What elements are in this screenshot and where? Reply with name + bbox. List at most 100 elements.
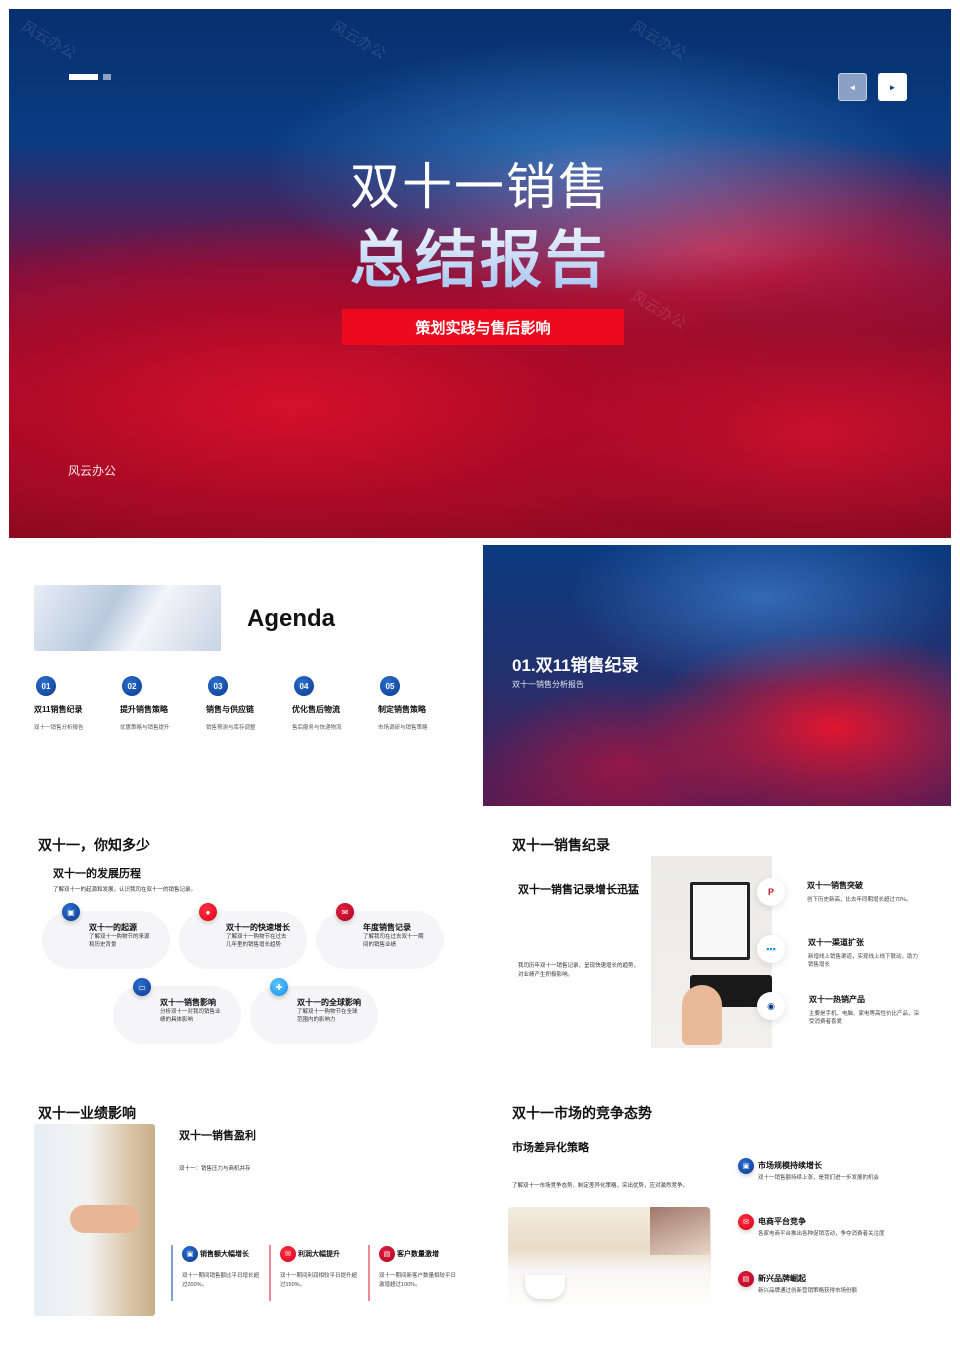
monitor-graphic [650, 1207, 710, 1255]
record-icon: ● [199, 903, 217, 921]
market-item-desc: 各家电商平台推出各种促销活动，争夺消费者关注度 [758, 1231, 885, 1237]
briefcase-icon: ▤ [738, 1271, 754, 1287]
info-card: ✚ 双十一的全球影响了解双十一购物节在全球范围内的影响力 [250, 978, 378, 1044]
agenda-title: Agenda [247, 605, 336, 632]
info-card: ● 双十一的快速增长了解双十一购物节在过去几年里的销售增长趋势 [179, 903, 307, 969]
number-badge: 02 [122, 676, 142, 696]
subtitle-banner: 策划实践与售后影响 [342, 309, 624, 345]
records-body: 我司历年双十一销售记录，呈现快速增长的趋势，对业绩产生积极影响。 [518, 963, 640, 978]
agenda-item-desc: 双十一销售分析报告 [34, 725, 84, 731]
mail-icon: ✉ [738, 1214, 754, 1230]
chart-icon: ▣ [182, 1245, 198, 1262]
feature-desc: 新增线上销售渠道，实现线上线下联动，助力销售增长 [808, 954, 919, 969]
intro-text: 了解双十一的起源和发展，认识我司在双十一的销售记录。 [53, 887, 197, 893]
impact-note: 双十一：销售压力与商机并存 [179, 1166, 251, 1172]
card-title: 双十一的起源 [89, 923, 137, 932]
section-title: 01.双11销售纪录 [512, 656, 639, 675]
slide-indicator-active[interactable] [69, 74, 98, 80]
next-slide-button[interactable]: ► [878, 73, 907, 101]
arrow-right-icon: ► [888, 82, 897, 92]
number-badge: 03 [208, 676, 228, 696]
market-item-desc: 新兴品牌通过创新营销策略获得市场份额 [758, 1288, 858, 1294]
hero-title-line1: 双十一销售 [350, 159, 610, 215]
market-item-title: 新兴品牌崛起 [758, 1274, 806, 1283]
section-subtitle: 双十一销售分析报告 [512, 680, 584, 689]
agenda-item-title: 制定销售策略 [378, 705, 426, 714]
card-desc: 了解双十一购物节的来源和历史背景 [89, 934, 150, 948]
card-title: 双十一销售影响 [160, 998, 216, 1007]
chart-icon: ▣ [738, 1158, 754, 1174]
agenda-item-desc: 销售预测与库存调整 [206, 725, 256, 731]
kpi-item: ▣销售额大幅增长双十一期间销售额比平日增长超过200%。 [171, 1245, 261, 1301]
arrow-left-icon: ◄ [848, 82, 857, 92]
webcam-icon: ◉ [757, 992, 785, 1020]
card-title: 双十一的快速增长 [226, 923, 290, 932]
market-item-desc: 双十一销售额持续上涨，是我们进一步发展的机会 [758, 1175, 880, 1181]
feature-title: 双十一热销产品 [809, 995, 865, 1004]
kpi-title: 客户数量激增 [397, 1250, 439, 1258]
number-badge: 04 [294, 676, 314, 696]
feature-title: 双十一渠道扩张 [808, 938, 864, 947]
hand-graphic [682, 985, 722, 1045]
kpi-item: ✉利润大幅提升双十一期间利润相较平日提升超过150%。 [269, 1245, 359, 1301]
card-title: 年度销售记录 [363, 923, 411, 932]
slide-indicator[interactable] [103, 74, 111, 80]
market-item-title: 市场规模持续增长 [758, 1161, 822, 1170]
slide-title: 双十一业绩影响 [38, 1105, 136, 1121]
kpi-title: 利润大幅提升 [298, 1250, 340, 1258]
info-card: ▭ 双十一销售影响分析双十一对我司销售业绩的具体影响 [113, 978, 241, 1044]
info-card: ✉ 年度销售记录了解我司在过去双十一期间的销售业绩 [316, 903, 444, 969]
agenda-item-desc: 市场调研与销售策略 [378, 725, 428, 731]
agenda-item: 04 优化售后物流售后服务与快递物流 [292, 676, 378, 731]
puzzle-icon: ✚ [270, 978, 288, 996]
number-badge: 05 [380, 676, 400, 696]
card-desc: 了解双十一购物节在过去几年里的销售增长趋势 [226, 934, 287, 948]
number-badge: 01 [36, 676, 56, 696]
watermark: 风云办公 [628, 18, 689, 63]
coffee-cup-graphic [525, 1275, 565, 1299]
slide-title: 双十一市场的竞争态势 [512, 1105, 652, 1121]
briefcase-icon: ▤ [379, 1245, 395, 1262]
kpi-desc: 双十一期间利润相较平日提升超过150%。 [280, 1273, 358, 1288]
chat-icon: ▪▪▪ [757, 935, 785, 963]
ppt-icon: P [757, 878, 785, 906]
agenda-item-title: 优化售后物流 [292, 705, 340, 714]
agenda-item-desc: 售后服务与快递物流 [292, 725, 342, 731]
slide-subtitle: 双十一的发展历程 [53, 868, 141, 880]
info-card: ▣ 双十一的起源了解双十一购物节的来源和历史背景 [42, 903, 170, 969]
prev-slide-button[interactable]: ◄ [838, 73, 867, 101]
card-title: 双十一的全球影响 [297, 998, 361, 1007]
mail-icon: ✉ [336, 903, 354, 921]
feature-desc: 创下历史新高，比去年同期增长超过70%。 [807, 897, 912, 903]
watermark: 风云办公 [328, 18, 389, 63]
section-slide[interactable]: 01.双11销售纪录 双十一销售分析报告 [483, 545, 951, 806]
hero-title-line2: 总结报告 [9, 209, 951, 299]
slide-title: 双十一销售纪录 [512, 837, 610, 853]
kpi-desc: 双十一期间销售额比平日增长超过200%。 [182, 1273, 260, 1288]
handshake-graphic [70, 1205, 140, 1233]
feature-item: 双十一热销产品主要是手机、电脑、家电等高性价比产品，深受消费者喜爱 [809, 994, 921, 1027]
market-intro: 了解双十一市场竞争态势，制定差异化策略，突出优势，应对激烈竞争。 [512, 1183, 689, 1189]
card-desc: 了解我司在过去双十一期间的销售业绩 [363, 934, 424, 948]
records-headline: 双十一销售记录增长迅猛 [518, 884, 639, 896]
watermark: 风云办公 [18, 18, 79, 63]
agenda-item-desc: 优惠策略与销售提升 [120, 725, 170, 731]
brand-label: 风云办公 [68, 464, 117, 478]
feature-item: 双十一渠道扩张新增线上销售渠道，实现线上线下联动，助力销售增长 [808, 937, 920, 970]
agenda-image [34, 585, 221, 651]
mail-icon: ✉ [280, 1245, 296, 1262]
card-icon: ▭ [133, 978, 151, 996]
slide-title: 双十一，你知多少 [38, 837, 150, 853]
kpi-item: ▤客户数量激增双十一期间新客户数量相较平日激增超过100%。 [368, 1245, 458, 1301]
card-desc: 了解双十一购物节在全球范围内的影响力 [297, 1009, 358, 1023]
agenda-item-title: 提升销售策略 [120, 705, 168, 714]
title-slide[interactable]: 风云办公 风云办公 风云办公 风云办公 ◄ ► 双十一销售 总结报告 策划实践与… [9, 9, 951, 538]
image-icon: ▣ [62, 903, 80, 921]
notebook-graphic [690, 882, 750, 960]
card-desc: 分析双十一对我司销售业绩的具体影响 [160, 1009, 221, 1023]
feature-item: 双十一销售突破创下历史新高，比去年同期增长超过70%。 [807, 880, 927, 904]
knowledge-slide[interactable]: 双十一，你知多少 双十一的发展历程 了解双十一的起源和发展，认识我司在双十一的销… [9, 815, 475, 1070]
